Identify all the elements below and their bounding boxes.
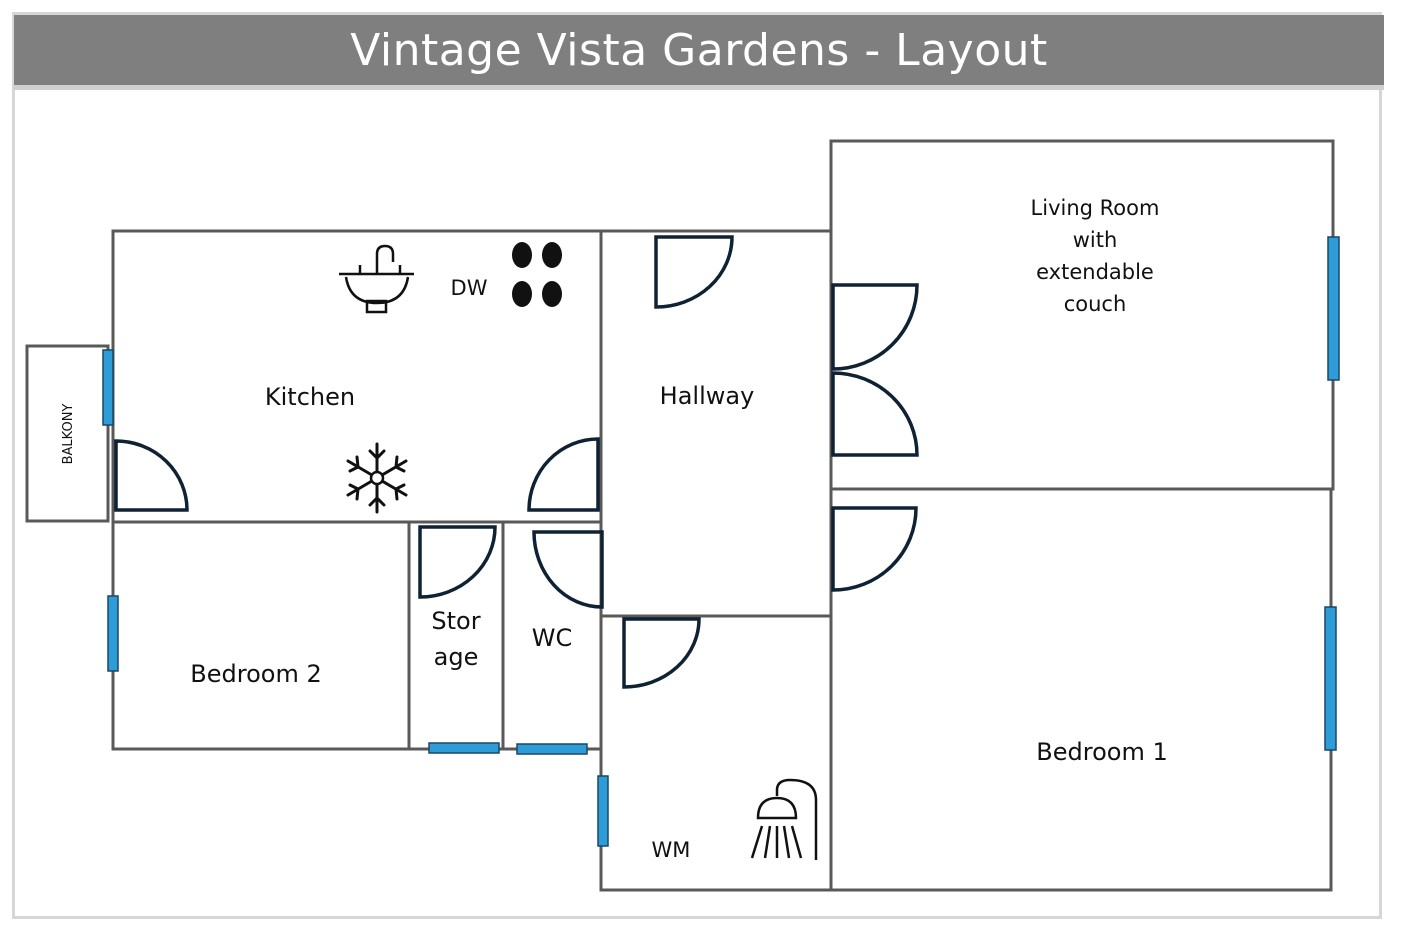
label-bedroom-2: Bedroom 2 xyxy=(190,660,321,688)
label-living-room-line-1: Living Room xyxy=(1031,196,1160,220)
window-bedroom-1 xyxy=(1324,606,1337,751)
room-labels: Kitchen Hallway Living Room with extenda… xyxy=(61,196,1168,862)
walls xyxy=(25,139,1335,892)
snowflake-icon xyxy=(346,442,408,514)
diagram-frame xyxy=(12,12,1382,919)
bathroom-walls xyxy=(599,614,833,892)
label-balcony: BALKONY xyxy=(61,404,76,465)
shower-icon xyxy=(750,778,818,860)
window-wc xyxy=(516,743,588,755)
title-bar: Vintage Vista Gardens - Layout xyxy=(14,15,1384,85)
window-living-room xyxy=(1327,236,1340,381)
label-storage-line-1: Stor xyxy=(431,607,480,635)
window-bathroom xyxy=(597,775,609,847)
doors xyxy=(114,235,919,689)
label-storage-line-2: age xyxy=(434,643,479,671)
stove-icon xyxy=(512,242,562,307)
label-living-room-line-4: couch xyxy=(1064,292,1127,316)
door-bathroom xyxy=(622,617,701,689)
door-wc xyxy=(532,530,604,609)
door-hallway-entrance xyxy=(654,235,734,309)
door-storage xyxy=(418,525,497,599)
label-wc: WC xyxy=(532,624,573,652)
windows xyxy=(102,236,1340,847)
bedroom-2-walls xyxy=(111,520,411,751)
door-kitchen-balcony xyxy=(114,439,189,512)
door-bedroom-1 xyxy=(831,506,918,592)
page-title: Vintage Vista Gardens - Layout xyxy=(350,24,1048,76)
window-bedroom-2 xyxy=(107,595,119,672)
door-living-room-1 xyxy=(831,283,919,371)
door-kitchen-hallway xyxy=(527,437,600,512)
balcony-walls xyxy=(25,344,110,523)
label-bedroom-1: Bedroom 1 xyxy=(1036,738,1167,766)
window-kitchen xyxy=(102,349,114,426)
title-underline xyxy=(14,85,1384,90)
window-storage xyxy=(428,742,500,754)
door-living-room-2 xyxy=(831,371,919,457)
label-kitchen: Kitchen xyxy=(265,383,355,411)
label-dishwasher: DW xyxy=(451,276,488,300)
label-hallway: Hallway xyxy=(660,382,755,410)
label-living-room-line-2: with xyxy=(1073,228,1118,252)
label-washing-machine: WM xyxy=(652,838,691,862)
label-living-room-line-3: extendable xyxy=(1036,260,1154,284)
sink-icon xyxy=(339,244,414,314)
hallway-walls xyxy=(599,229,833,618)
